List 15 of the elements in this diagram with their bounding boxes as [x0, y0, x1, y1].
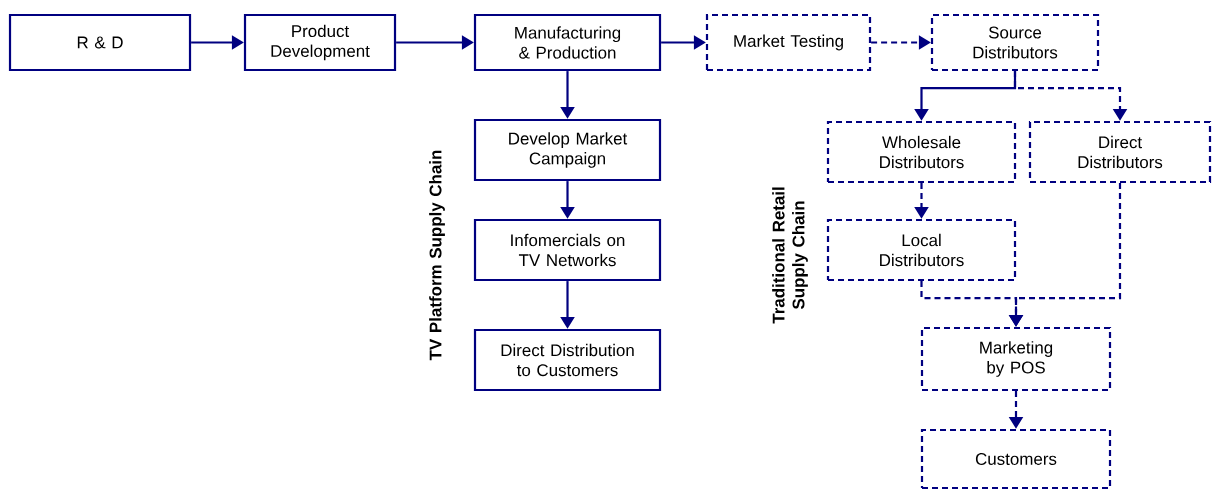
- process-box: Local Distributors: [826, 218, 1017, 282]
- side-label: TV Platform Supply Chain: [429, 150, 445, 361]
- process-box: Customers: [920, 428, 1112, 489]
- process-box: Source Distributors: [930, 13, 1100, 72]
- process-box: Infomercials on TV Networks: [473, 218, 662, 282]
- side-label: Traditional Retail Supply Chain: [772, 187, 808, 324]
- process-box: Wholesale Distributors: [826, 120, 1017, 184]
- process-box: R & D: [8, 13, 192, 72]
- process-box: Product Development: [243, 13, 397, 72]
- process-box: Manufacturing & Production: [473, 13, 662, 72]
- process-box: Direct Distributors: [1028, 120, 1212, 184]
- process-box: Marketing by POS: [920, 326, 1112, 392]
- process-box: Develop Market Campaign: [473, 118, 662, 182]
- process-box: Direct Distribution to Customers: [473, 328, 662, 392]
- process-box: Market Testing: [705, 13, 872, 72]
